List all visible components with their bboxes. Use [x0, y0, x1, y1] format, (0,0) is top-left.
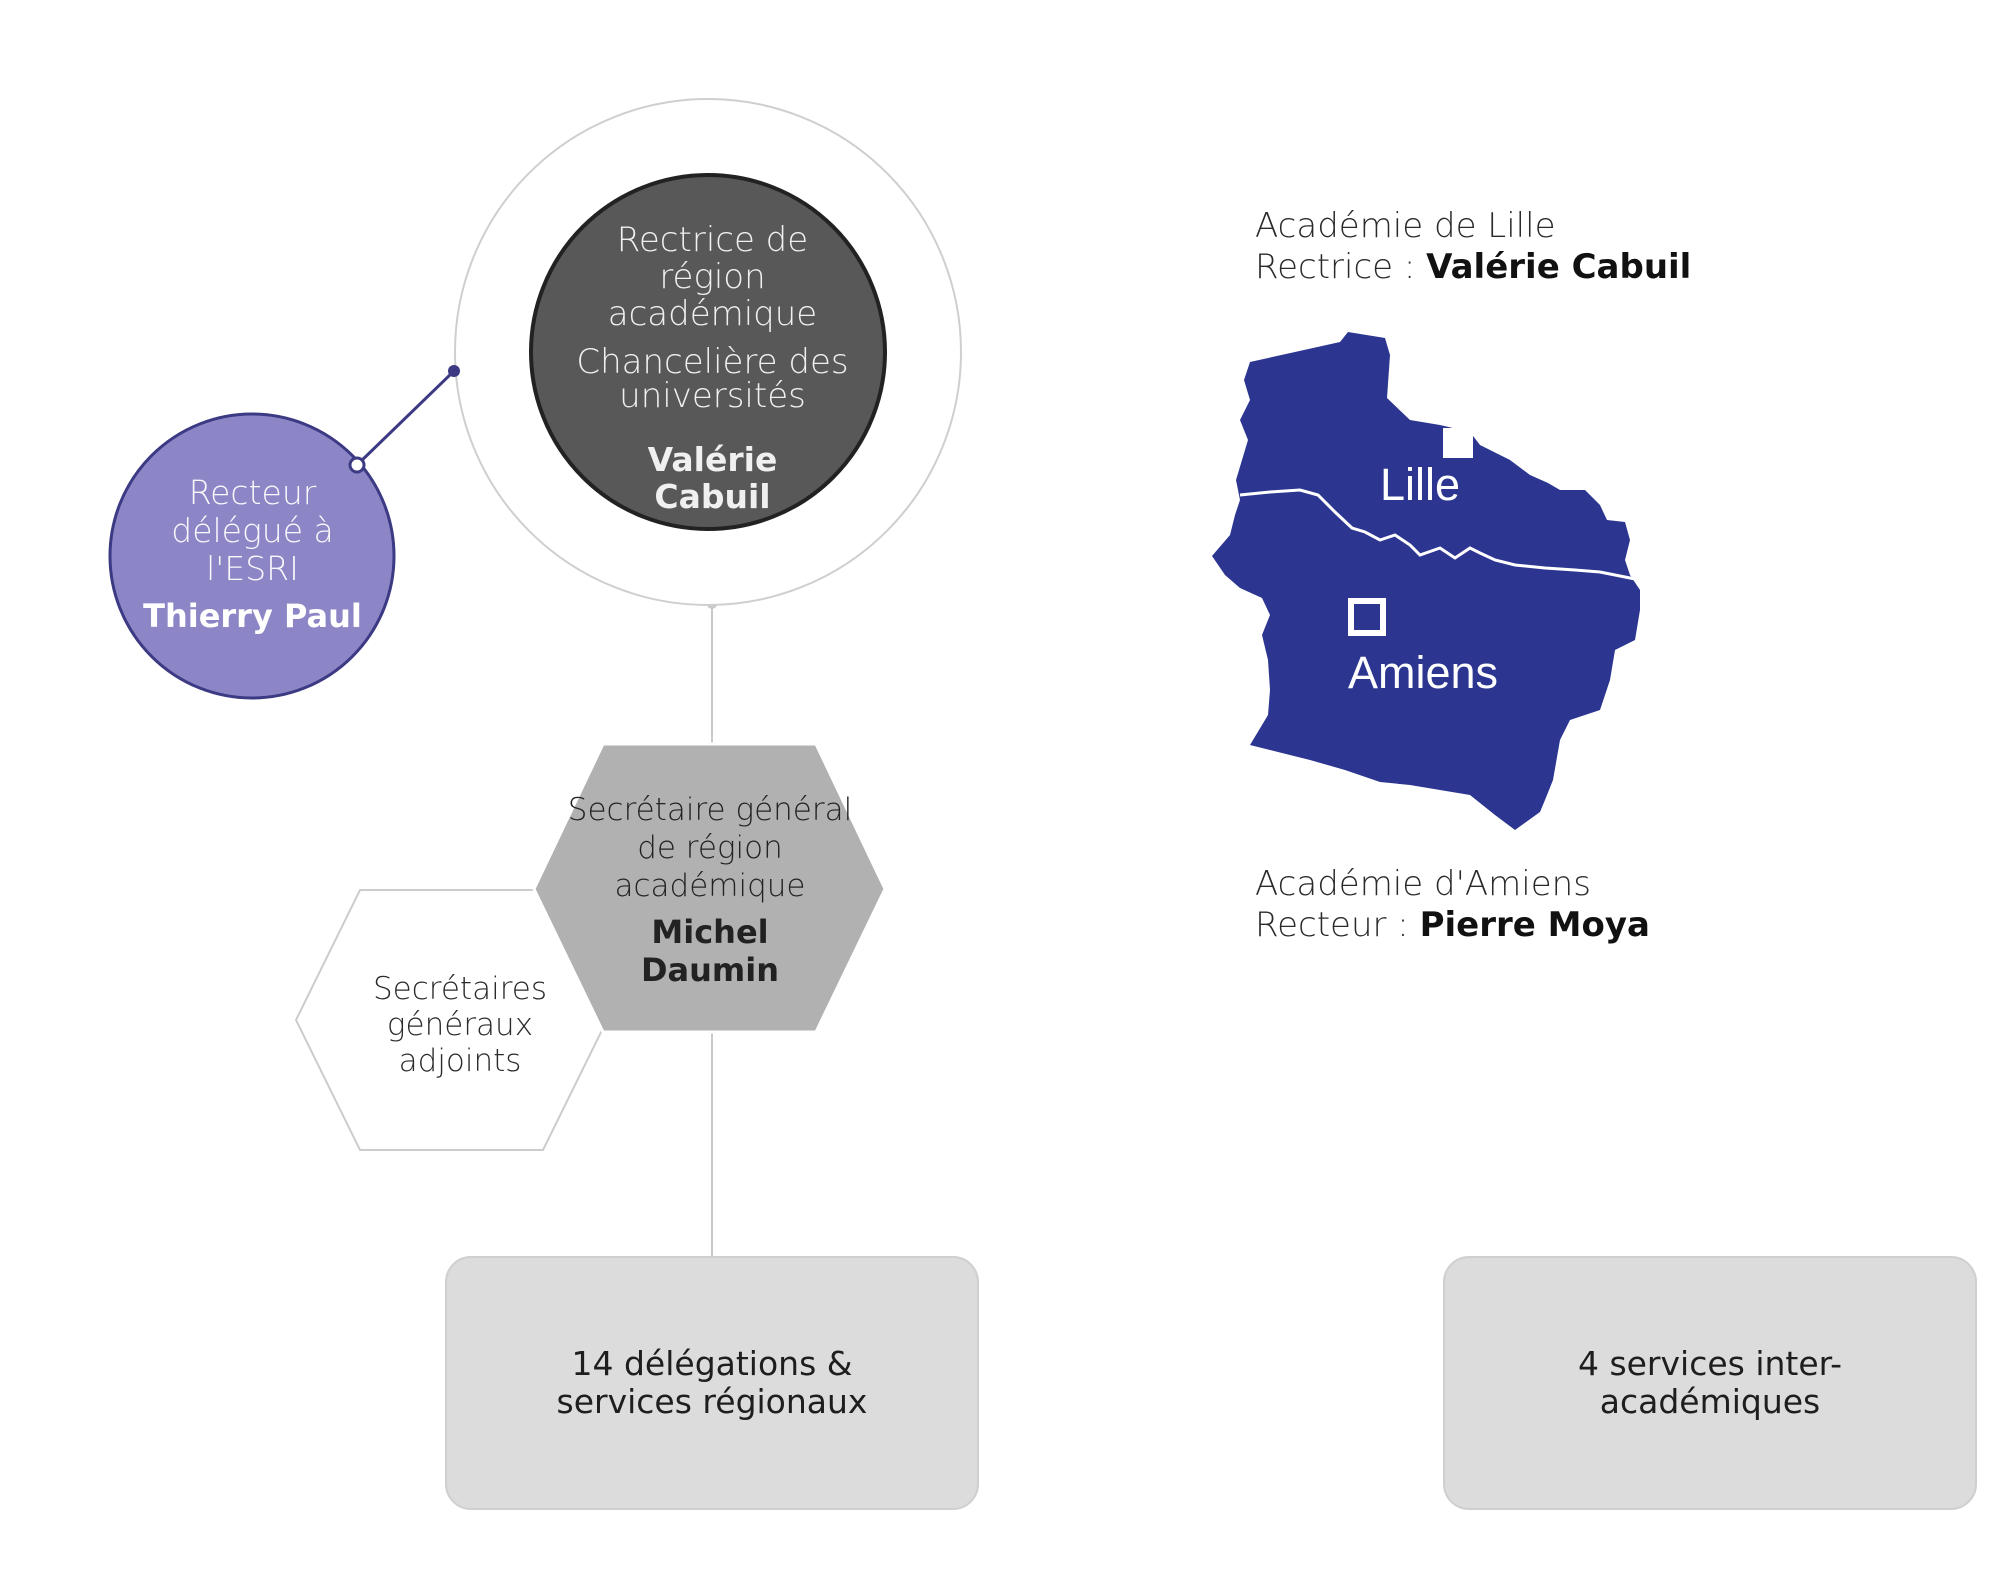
- secretaire-general-role: Secrétaire général de région académique: [567, 792, 853, 904]
- map-region-shape: [1212, 332, 1640, 830]
- rectrice-circle: [529, 173, 887, 531]
- academie-amiens-person: Pierre Moya: [1419, 905, 1650, 945]
- academie-lille-caption: Académie de Lille Rectrice : Valérie Cab…: [1255, 206, 1691, 288]
- services-box: 4 services inter-académiques: [1443, 1256, 1977, 1510]
- services-label: 4 services inter-académiques: [1577, 1344, 1843, 1421]
- amiens-marker: [1348, 598, 1386, 636]
- academie-amiens-rector: Recteur : Pierre Moya: [1255, 905, 1650, 946]
- connector-diagonal: [355, 369, 456, 467]
- academie-lille-rector: Rectrice : Valérie Cabuil: [1255, 247, 1691, 288]
- secretaires-adjoints-label: Secrétaires généraux adjoints: [373, 971, 547, 1079]
- academie-amiens-name: Académie d'Amiens: [1255, 864, 1591, 904]
- delegations-box: 14 délégations & services régionaux: [445, 1256, 979, 1510]
- academie-lille-role: Rectrice :: [1255, 247, 1416, 287]
- secretaire-general-name: Michel Daumin: [640, 913, 780, 989]
- recteur-delegue-role: Recteur délégué à l'ESRI: [171, 473, 334, 588]
- map-border-line: [1239, 488, 1641, 582]
- rectrice-role: Rectrice de région académique: [607, 219, 818, 334]
- academie-lille-name: Académie de Lille: [1255, 206, 1556, 246]
- academie-amiens-caption: Académie d'Amiens Recteur : Pierre Moya: [1255, 864, 1650, 946]
- secretaire-general-node: Secrétaire général de région académique …: [535, 760, 885, 1020]
- academie-lille-person: Valérie Cabuil: [1426, 247, 1692, 287]
- recteur-delegue-name: Thierry Paul: [143, 597, 362, 635]
- connector-dot-top: [448, 365, 460, 377]
- rectrice-title: Chancelière des universités: [576, 341, 849, 416]
- academie-amiens-role: Recteur :: [1255, 905, 1409, 945]
- connector-dot-purple: [348, 456, 366, 474]
- delegations-label: 14 délégations & services régionaux: [556, 1344, 868, 1421]
- recteur-delegue-circle: [108, 412, 396, 700]
- rectrice-node: Rectrice de région académique Chancelièr…: [545, 198, 880, 538]
- recteur-delegue-node: Recteur délégué à l'ESRI Thierry Paul: [120, 420, 385, 690]
- region-map: [1212, 332, 1641, 830]
- secretaires-adjoints-node: Secrétaires généraux adjoints: [320, 925, 600, 1125]
- lille-marker: [1443, 428, 1473, 458]
- secretaire-general-hexagon: [532, 742, 887, 1034]
- rectrice-name: Valérie Cabuil: [647, 439, 778, 516]
- amiens-label: Amiens: [1348, 647, 1499, 698]
- lille-label: Lille: [1380, 459, 1461, 510]
